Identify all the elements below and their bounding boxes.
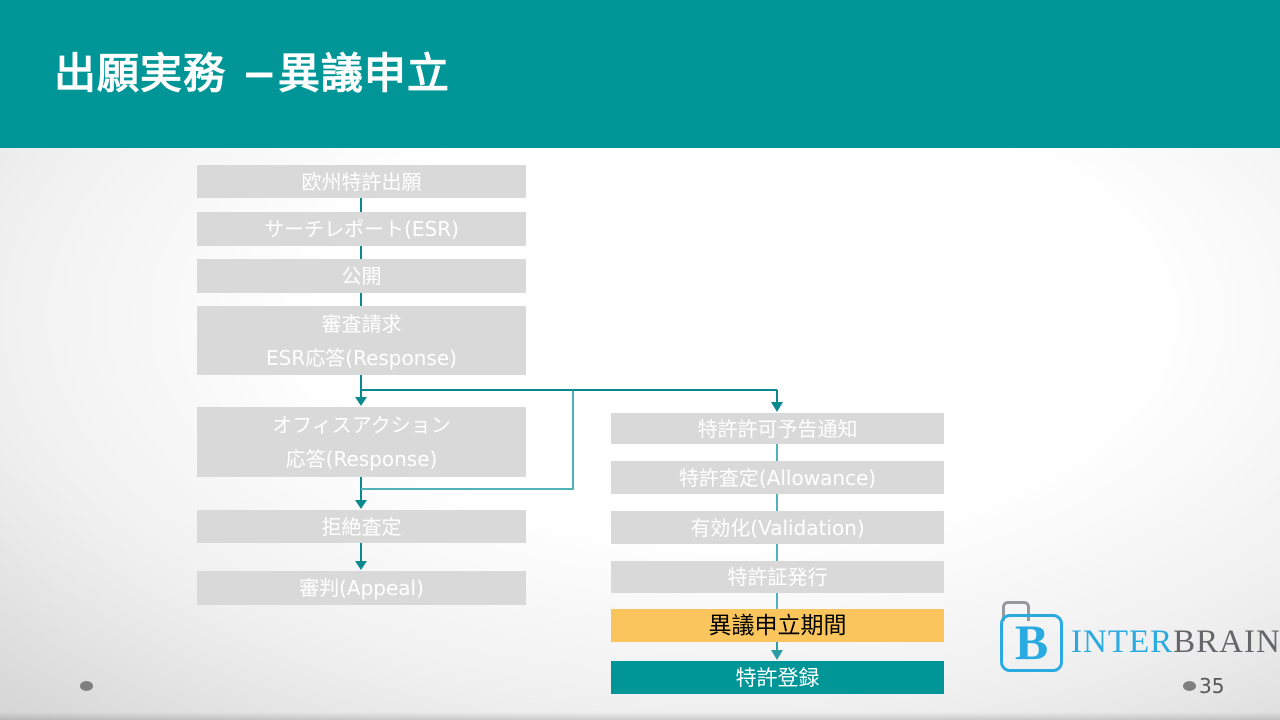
footer-right-dot [1183, 681, 1196, 691]
flow-box-patent-registration: 特許登録 [611, 661, 944, 694]
flow-box-label: 異議申立期間 [708, 612, 847, 639]
flow-box-examination-request: 審査請求 ESR応答(Response) [197, 306, 526, 375]
flow-box-certificate-issue: 特許証発行 [611, 561, 944, 593]
flow-box-label: 欧州特許出願 [301, 169, 422, 194]
flow-box-ep-application: 欧州特許出願 [197, 165, 526, 198]
flow-box-search-report: サーチレポート(ESR) [197, 212, 526, 246]
flow-box-label: サーチレポート(ESR) [264, 217, 459, 241]
logo-text-inter: INTER [1071, 624, 1174, 660]
slide-title: 出願実務 −異議申立 [54, 49, 450, 98]
logo-letter-b: B [1014, 614, 1049, 670]
flow-box-label: 拒絶査定 [321, 514, 402, 539]
flow-box-grant-notice: 特許許可予告通知 [611, 413, 944, 444]
flow-box-label: 公開 [341, 264, 382, 288]
footer-left-dot [80, 681, 93, 691]
arrowhead-grant-notice [771, 402, 783, 412]
flow-box-opposition-period: 異議申立期間 [611, 609, 944, 642]
flow-box-publication: 公開 [197, 259, 526, 293]
interbrain-logo: B INTERBRAIN [995, 598, 1280, 672]
flow-box-label: 審判(Appeal) [299, 576, 424, 600]
flow-box-label-line1: 審査請求 [321, 311, 402, 336]
flow-box-appeal: 審判(Appeal) [197, 571, 526, 605]
flow-box-label: 有効化(Validation) [690, 515, 865, 540]
title-bar: 出願実務 −異議申立 [0, 0, 1280, 148]
arrowhead-rejection [355, 500, 367, 509]
flow-box-office-action: オフィスアクション 応答(Response) [197, 407, 526, 477]
flow-box-label: 特許許可予告通知 [697, 416, 858, 441]
logo-text-brain: BRAIN [1173, 624, 1280, 660]
arrowhead-registration [771, 650, 783, 660]
logo-b-mark: B [1000, 614, 1063, 672]
connector-examination-branch [360, 375, 777, 391]
flow-box-rejection-decision: 拒絶査定 [197, 510, 526, 543]
arrowhead-office-action [355, 397, 367, 406]
page-number: 35 [1199, 674, 1225, 698]
flow-box-allowance: 特許査定(Allowance) [611, 461, 944, 494]
slide-bottom-edge [0, 712, 1280, 720]
flow-box-label-line2: 応答(Response) [285, 447, 438, 471]
arrowhead-appeal [355, 561, 367, 570]
logo-wordmark: INTERBRAIN [1071, 624, 1280, 661]
flow-box-validation: 有効化(Validation) [611, 511, 944, 544]
flow-box-label-line1: オフィスアクション [272, 413, 451, 437]
flow-box-label: 特許査定(Allowance) [678, 465, 877, 490]
logo-tab-shape [1002, 601, 1030, 621]
flow-box-label: 特許登録 [735, 665, 820, 690]
flow-box-label: 特許証発行 [727, 565, 828, 589]
flow-box-label-line2: ESR応答(Response) [266, 345, 457, 370]
